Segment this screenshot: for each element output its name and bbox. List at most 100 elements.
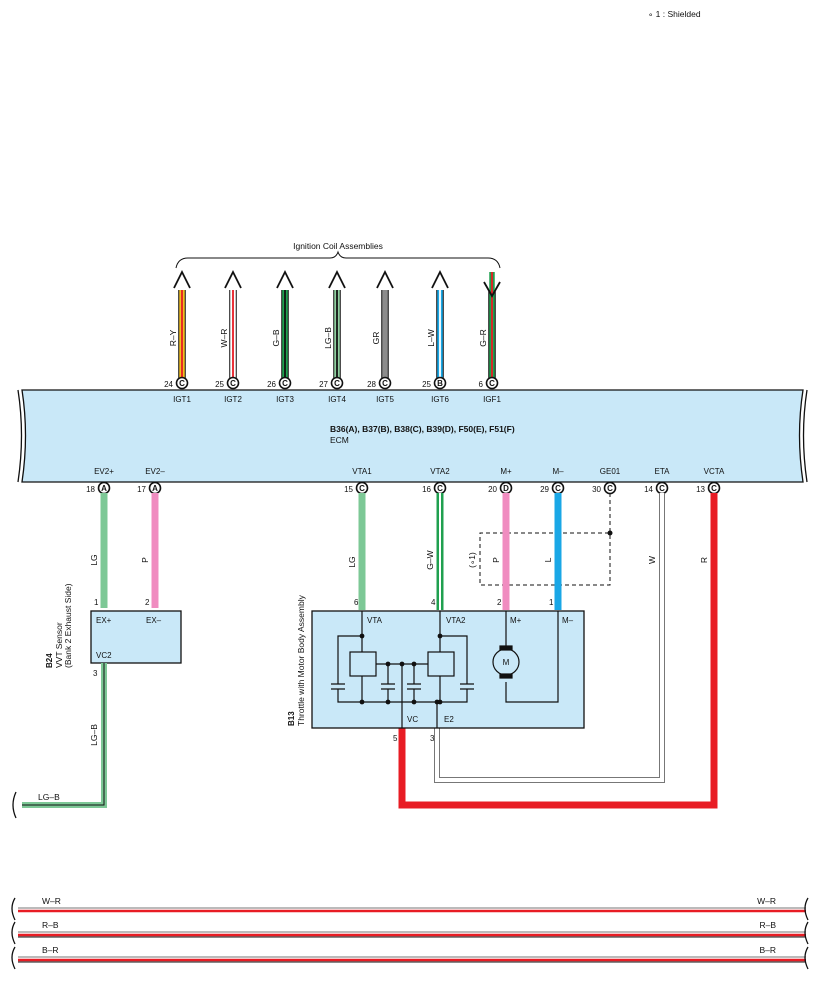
ecm-terminal-igt4: 27 C IGT4 — [319, 376, 346, 404]
svg-text:C: C — [382, 379, 388, 388]
svg-text:29: 29 — [540, 485, 549, 494]
connector-pin-icon: A — [148, 481, 162, 495]
ignition-wire-igt3: G–B — [271, 269, 294, 383]
ecm-connectors: B36(A), B37(B), B38(C), B39(D), F50(E), … — [330, 424, 515, 434]
wire-mm-label: L — [543, 557, 553, 562]
throttle-term-e2: E2 — [444, 715, 454, 724]
svg-text:D: D — [503, 484, 509, 493]
throttle-pin-6: 6 — [354, 598, 359, 607]
connector-pin-icon: C — [378, 376, 392, 390]
svg-text:25: 25 — [215, 380, 224, 389]
connector-pin-icon: C — [175, 376, 189, 390]
svg-text:IGT1: IGT1 — [173, 395, 191, 404]
svg-text:EV2–: EV2– — [145, 467, 165, 476]
bus-label-left: W–R — [42, 896, 61, 906]
svg-text:C: C — [659, 484, 665, 493]
svg-text:VTA2: VTA2 — [430, 467, 450, 476]
svg-text:IGT5: IGT5 — [376, 395, 394, 404]
svg-text:C: C — [437, 484, 443, 493]
throttle-term-mm: M– — [562, 616, 574, 625]
bus-label-left: R–B — [42, 920, 59, 930]
wire-vcta — [398, 493, 718, 809]
svg-text:27: 27 — [319, 380, 328, 389]
svg-text:26: 26 — [267, 380, 276, 389]
svg-text:M–: M– — [552, 467, 564, 476]
wire-ev2m-label: P — [140, 557, 150, 563]
ignition-wire-igt6: L–W — [426, 269, 449, 383]
vvt-pin-3: 3 — [93, 669, 98, 678]
svg-text:C: C — [230, 379, 236, 388]
vvt-pin-2: 2 — [145, 598, 150, 607]
svg-text:A: A — [152, 484, 158, 493]
shield-note: ∘ 1 : Shielded — [648, 9, 701, 19]
svg-text:18: 18 — [86, 485, 95, 494]
vvt-code: B24 — [45, 653, 54, 668]
wire-eta-label: W — [647, 556, 657, 564]
ignition-wire-label: LG–B — [323, 327, 333, 349]
throttle-term-vta: VTA — [367, 616, 383, 625]
svg-text:30: 30 — [592, 485, 601, 494]
vvt-name: VVT Sensor — [54, 622, 64, 668]
svg-text:C: C — [489, 379, 495, 388]
vvt-term-exneg: EX– — [146, 616, 162, 625]
shield-label: (∘1) — [467, 552, 477, 568]
svg-text:VCTA: VCTA — [704, 467, 725, 476]
vvt-term-vc2: VC2 — [96, 651, 112, 660]
throttle-term-mp: M+ — [510, 616, 522, 625]
svg-text:C: C — [179, 379, 185, 388]
ecm-break-right — [802, 389, 808, 483]
ignition-wire-label: W–R — [219, 329, 229, 348]
svg-text:25: 25 — [422, 380, 431, 389]
svg-text:IGT4: IGT4 — [328, 395, 346, 404]
connector-pin-icon: C — [655, 481, 669, 495]
svg-text:13: 13 — [696, 485, 705, 494]
ignition-wire-label: L–W — [426, 329, 436, 346]
vvt-sensor-box — [90, 610, 182, 664]
bus-label-right: B–R — [759, 945, 776, 955]
vvt-term-expos: EX+ — [96, 616, 112, 625]
wire-vta2-label: G–W — [425, 550, 435, 569]
throttle-term-vta2: VTA2 — [446, 616, 466, 625]
connector-pin-icon: A — [97, 481, 111, 495]
svg-text:16: 16 — [422, 485, 431, 494]
throttle-pin-5: 5 — [393, 734, 398, 743]
svg-text:VTA1: VTA1 — [352, 467, 372, 476]
svg-text:ETA: ETA — [655, 467, 671, 476]
ecm-body — [21, 389, 804, 483]
wire-vcta-label: R — [699, 557, 709, 563]
svg-text:C: C — [359, 484, 365, 493]
svg-text:17: 17 — [137, 485, 146, 494]
ignition-wire-label: R–Y — [168, 329, 178, 346]
ecm-name: ECM — [330, 435, 349, 445]
svg-text:M+: M+ — [500, 467, 512, 476]
throttle-pin-1: 1 — [549, 598, 554, 607]
throttle-term-vc: VC — [407, 715, 418, 724]
shield-box — [479, 493, 611, 586]
connector-pin-icon: C — [433, 481, 447, 495]
throttle-pin-2: 2 — [497, 598, 502, 607]
connector-pin-icon: C — [603, 481, 617, 495]
svg-text:24: 24 — [164, 380, 173, 389]
svg-text:C: C — [711, 484, 717, 493]
svg-text:C: C — [334, 379, 340, 388]
bus-label-left: B–R — [42, 945, 59, 955]
connector-pin-icon: C — [355, 481, 369, 495]
vvt-side: (Bank 2 Exhaust Side) — [63, 583, 73, 668]
ecm-break-left — [17, 389, 23, 483]
bus-label-right: W–R — [757, 896, 776, 906]
svg-text:6: 6 — [479, 380, 484, 389]
svg-text:IGT3: IGT3 — [276, 395, 294, 404]
ignition-wire-igt2: W–R — [219, 269, 242, 383]
svg-text:C: C — [607, 484, 613, 493]
ignition-wire-label: G–B — [271, 329, 281, 346]
